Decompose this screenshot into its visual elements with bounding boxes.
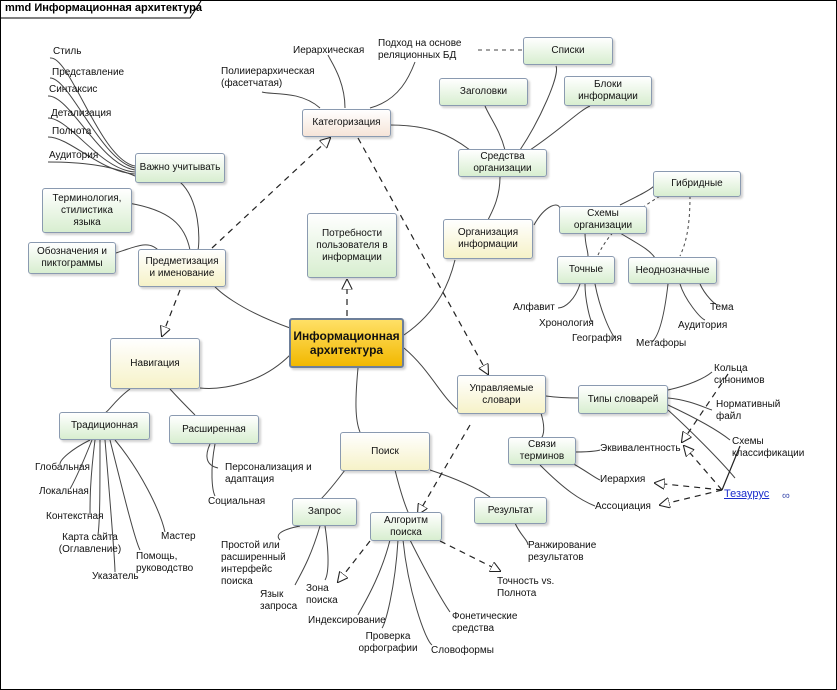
leaf-personalizaciya: Персонализация и адаптация (225, 462, 312, 485)
leaf-tema: Тема (710, 302, 734, 313)
leaf-predstavlenie: Представление (52, 67, 125, 78)
node-navigaciya[interactable]: Навигация (110, 338, 200, 389)
leaf-pomosch-rukovodstvo: Помощь, руководство (136, 551, 194, 574)
leaf-foneticheskie-sredstva: Фонетические средства (452, 611, 518, 634)
leaf-proverka-orfografii: Проверка орфографии (358, 631, 418, 654)
leaf-alfavit: Алфавит (513, 302, 555, 313)
leaf-ranzhirovanie: Ранжирование результатов (528, 540, 597, 563)
node-zapros[interactable]: Запрос (292, 498, 357, 526)
leaf-geografiya: География (572, 333, 622, 344)
node-sredstva[interactable]: Средства организации (458, 149, 547, 177)
node-tipy-slovarei[interactable]: Типы словарей (578, 385, 668, 414)
node-neodnoznachnye[interactable]: Неоднозначные (628, 257, 717, 284)
branch-lines (47, 49, 736, 646)
leaf-kolca-sinonimov: Кольца синонимов (714, 363, 765, 386)
node-svyazi-terminov[interactable]: Связи терминов (508, 437, 576, 465)
leaf-yazyk-zaprosa: Язык запроса (260, 589, 298, 612)
leaf-indeksirovanie: Индексирование (308, 615, 386, 626)
node-potrebnosti[interactable]: Потребности пользователя в информации (307, 213, 397, 278)
node-shemy-organizacii[interactable]: Схемы организации (559, 206, 647, 234)
leaf-socialnaya: Социальная (208, 496, 266, 507)
leaf-karta-saita: Карта сайта (Оглавление) (58, 532, 122, 555)
leaf-associaciya: Ассоциация (595, 501, 651, 512)
leaf-zona-poiska: Зона поиска (306, 583, 338, 606)
dependency-arrows (162, 138, 741, 582)
leaf-detalizaciya: Детализация (51, 108, 112, 119)
leaf-globalnaya: Глобальная (35, 462, 90, 473)
node-main[interactable]: Информационная архитектура (289, 318, 404, 368)
diagram-title: mmd Информационная архитектура (5, 2, 202, 14)
node-zagolovki[interactable]: Заголовки (439, 78, 528, 106)
hyperlink-icon[interactable]: ∞ (782, 490, 790, 502)
leaf-polnota: Полнота (52, 126, 92, 137)
node-rezultat[interactable]: Результат (474, 497, 547, 524)
leaf-ierarhicheskaya: Иерархическая (293, 45, 365, 56)
leaf-lokalnaya: Локальная (39, 486, 89, 497)
thesaurus-link[interactable]: Тезаурус (724, 488, 770, 500)
node-tochnye[interactable]: Точные (557, 256, 615, 284)
leaf-auditoriya-2: Аудитория (678, 320, 728, 331)
leaf-podhod-relyacionnye: Подход на основе реляционных БД (378, 38, 462, 61)
title-tab-border (0, 0, 202, 19)
node-rasshirennaya[interactable]: Расширенная (169, 415, 259, 444)
node-gibridnye[interactable]: Гибридные (653, 171, 741, 197)
leaf-master: Мастер (161, 531, 196, 542)
leaf-slovoformy: Словоформы (431, 645, 494, 656)
node-bloki[interactable]: Блоки информации (564, 76, 652, 106)
node-vazhno-uchityvat[interactable]: Важно учитывать (135, 153, 225, 183)
leaf-auditoriya-1: Аудитория (49, 150, 99, 161)
leaf-ukazatel: Указатель (92, 571, 139, 582)
leaf-stil: Стиль (53, 46, 82, 57)
node-oboznacheniya[interactable]: Обозначения и пиктограммы (28, 242, 116, 274)
leaf-metafory: Метафоры (636, 338, 687, 349)
node-spiski[interactable]: Списки (523, 37, 613, 65)
leaf-ekvivalentnost: Эквивалентность (600, 443, 681, 454)
node-organizaciya[interactable]: Организация информации (443, 219, 533, 259)
node-tradicionnaya[interactable]: Традиционная (59, 412, 150, 440)
leaf-poliierarhicheskaya: Полииерархическая (фасетчатая) (221, 66, 315, 89)
node-terminologiya[interactable]: Терминология, стилистика языка (42, 188, 132, 233)
node-predmetizaciya[interactable]: Предметизация и именование (138, 249, 226, 287)
leaf-hronologiya: Хронология (539, 318, 594, 329)
leaf-ierarhiya: Иерархия (600, 474, 646, 485)
leaf-kontekstnaya: Контекстная (46, 511, 104, 522)
leaf-prostoi-interfeis: Простой или расширенный интерфейс поиска (221, 540, 286, 587)
node-kategorizaciya[interactable]: Категоризация (302, 109, 391, 137)
leaf-sintaksis: Синтаксис (49, 84, 98, 95)
leaf-tochnost-polnota: Точность vs. Полнота (497, 576, 555, 599)
node-algoritm[interactable]: Алгоритм поиска (370, 512, 442, 541)
leaf-normativnyi-fail: Нормативный файл (716, 399, 781, 422)
leaf-shemy-klassifikacii: Схемы классификации (732, 436, 805, 459)
node-upravlyaemye-slovari[interactable]: Управляемые словари (457, 375, 546, 414)
node-poisk[interactable]: Поиск (340, 432, 430, 471)
